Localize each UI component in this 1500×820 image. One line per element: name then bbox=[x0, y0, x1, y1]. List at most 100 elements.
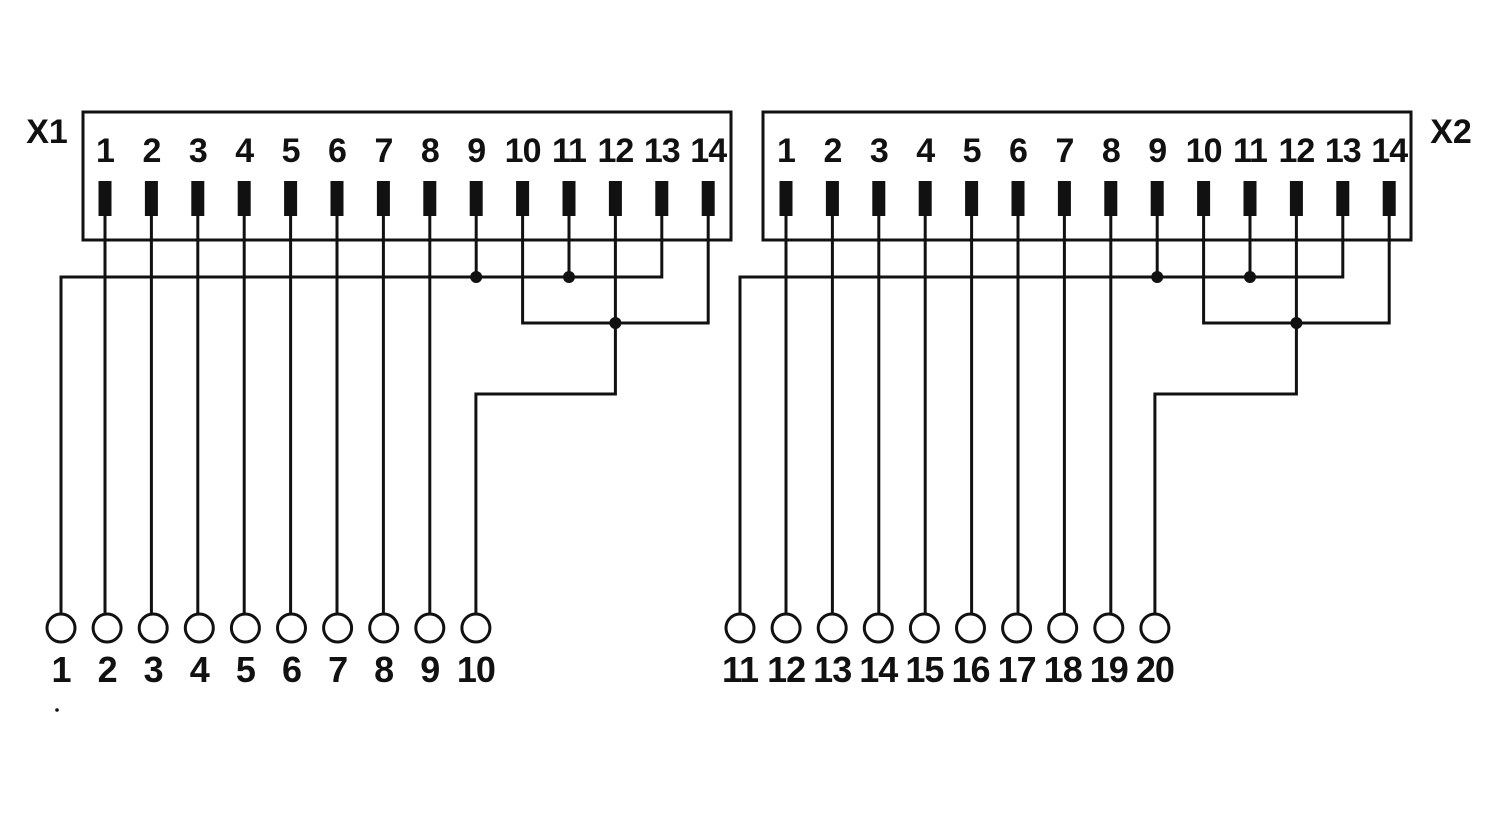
pin-contact bbox=[1057, 181, 1071, 216]
terminal-number: 6 bbox=[282, 649, 301, 690]
pin-contact bbox=[1336, 181, 1350, 216]
pin-number: 6 bbox=[1009, 132, 1027, 170]
pin-number: 1 bbox=[96, 132, 114, 170]
connector-label-x1: X1 bbox=[26, 113, 68, 151]
junction-dot bbox=[609, 317, 622, 329]
terminal bbox=[229, 612, 261, 644]
terminal-number: 12 bbox=[767, 649, 805, 690]
terminal bbox=[770, 612, 802, 644]
wire bbox=[474, 216, 617, 614]
pin-number: 2 bbox=[142, 132, 160, 170]
wire bbox=[738, 216, 1345, 614]
junction-dot bbox=[563, 271, 575, 283]
terminal-number: 13 bbox=[813, 649, 851, 690]
pin-number: 14 bbox=[1371, 132, 1408, 170]
pin-contact bbox=[918, 181, 932, 216]
pin-number: 3 bbox=[189, 132, 207, 170]
pin-number: 12 bbox=[1278, 132, 1314, 170]
wire bbox=[59, 216, 664, 614]
pin-contact bbox=[516, 181, 530, 216]
pin-number: 7 bbox=[374, 132, 392, 170]
pin-contact bbox=[284, 181, 298, 216]
pin-number: 12 bbox=[597, 132, 633, 170]
terminal bbox=[1001, 612, 1033, 644]
wire bbox=[1153, 216, 1298, 614]
terminal bbox=[908, 612, 940, 644]
terminal-number: 8 bbox=[374, 649, 393, 690]
pin-contact bbox=[98, 181, 112, 216]
pin-contact bbox=[1011, 181, 1025, 216]
junction-dot bbox=[470, 271, 483, 283]
pin-number: 3 bbox=[870, 132, 888, 170]
pin-number: 8 bbox=[421, 132, 439, 170]
pin-contact bbox=[237, 181, 251, 216]
terminal-number: 4 bbox=[190, 649, 210, 690]
terminal-number: 17 bbox=[998, 649, 1036, 690]
pin-contact bbox=[144, 181, 158, 216]
junction-dot bbox=[1290, 317, 1303, 329]
terminal bbox=[414, 612, 446, 644]
terminal-number: 5 bbox=[236, 649, 256, 690]
pin-number: 9 bbox=[1148, 132, 1166, 170]
pin-contact bbox=[1289, 181, 1303, 216]
junction-dot bbox=[1244, 271, 1256, 283]
pin-contact bbox=[1382, 181, 1396, 216]
pin-contact bbox=[1150, 181, 1164, 216]
pin-contact bbox=[779, 181, 793, 216]
connector-label-x2: X2 bbox=[1430, 113, 1472, 151]
pin-number: 14 bbox=[690, 132, 727, 170]
pin-number: 9 bbox=[467, 132, 485, 170]
pin-number: 7 bbox=[1055, 132, 1073, 170]
terminal-number: 16 bbox=[951, 649, 989, 690]
terminal bbox=[368, 612, 400, 644]
pin-contact bbox=[655, 181, 669, 216]
pin-contact bbox=[469, 181, 483, 216]
terminal bbox=[91, 612, 123, 644]
terminal-number: 14 bbox=[859, 649, 898, 690]
pin-number: 4 bbox=[235, 132, 254, 170]
pin-number: 13 bbox=[644, 132, 680, 170]
terminal-number: 1 bbox=[51, 649, 71, 690]
pin-number: 2 bbox=[823, 132, 841, 170]
terminal bbox=[45, 612, 77, 644]
pin-contact bbox=[1197, 181, 1211, 216]
pin-contact bbox=[608, 181, 622, 216]
terminal bbox=[460, 612, 492, 644]
terminal-number: 18 bbox=[1044, 649, 1082, 690]
pin-contact bbox=[423, 181, 437, 216]
terminal bbox=[724, 612, 756, 644]
pin-number: 5 bbox=[282, 132, 300, 170]
pin-number: 5 bbox=[963, 132, 981, 170]
connector-body bbox=[81, 110, 733, 242]
terminal bbox=[322, 612, 354, 644]
terminal-number: 11 bbox=[722, 649, 759, 690]
terminal-number: 9 bbox=[420, 649, 439, 690]
pin-number: 13 bbox=[1325, 132, 1361, 170]
pin-number: 10 bbox=[1186, 132, 1222, 170]
terminal bbox=[137, 612, 169, 644]
pin-contact bbox=[825, 181, 839, 216]
pin-number: 11 bbox=[552, 132, 586, 170]
terminal bbox=[816, 612, 848, 644]
pin-number: 6 bbox=[328, 132, 346, 170]
pin-contact bbox=[701, 181, 715, 216]
pin-contact bbox=[562, 181, 576, 216]
pin-contact bbox=[965, 181, 979, 216]
pin-number: 1 bbox=[777, 132, 795, 170]
junction-dot bbox=[1151, 271, 1164, 283]
terminal-number: 7 bbox=[328, 649, 347, 690]
pin-number: 4 bbox=[916, 132, 935, 170]
stray-dot bbox=[55, 708, 59, 712]
pin-contact bbox=[376, 181, 390, 216]
terminal-number: 19 bbox=[1090, 649, 1128, 690]
terminal bbox=[1139, 612, 1171, 644]
pin-contact bbox=[1243, 181, 1257, 216]
terminal-number: 15 bbox=[905, 649, 944, 690]
terminal-number: 10 bbox=[457, 649, 495, 690]
pin-contact bbox=[1104, 181, 1118, 216]
pin-number: 11 bbox=[1233, 132, 1267, 170]
terminal bbox=[1093, 612, 1125, 644]
